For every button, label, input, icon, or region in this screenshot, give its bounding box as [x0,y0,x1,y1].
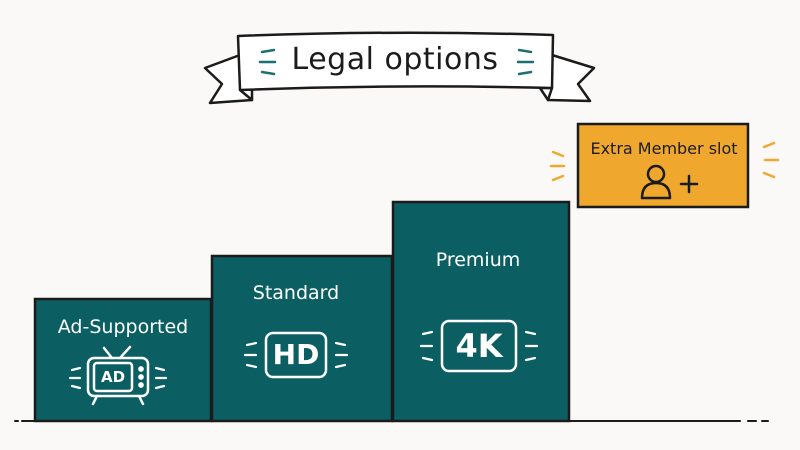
addon-box [576,122,750,209]
tier-name-ad-supported: Ad-Supported [57,316,189,338]
ribbon-right-tail [546,53,596,103]
diagram-title: Legal options [291,42,499,77]
tier-name-standard: Standard [252,282,340,304]
title-sparkle-icon [258,48,535,76]
addon-sparkle-icon [549,141,780,182]
tv-icon [86,345,150,406]
tier-block-premium [391,200,571,423]
addon-label: Extra Member slot [590,139,738,158]
hd-sparkle-icon [243,341,349,369]
title-ribbon [203,31,596,105]
tier-name-premium: Premium [435,249,521,271]
hd-badge-icon [264,331,328,379]
tier-badge-hd: HD [272,338,320,371]
tier-badge-4k: 4K [455,327,503,365]
ribbon-body [236,31,555,92]
person-plus-icon [640,164,699,200]
tier-block-standard [210,254,394,423]
tier-badge-ad: AD [100,368,126,386]
4k-badge-icon [440,319,518,373]
tv-sparkle-icon [68,366,168,390]
4k-sparkle-icon [419,330,539,362]
